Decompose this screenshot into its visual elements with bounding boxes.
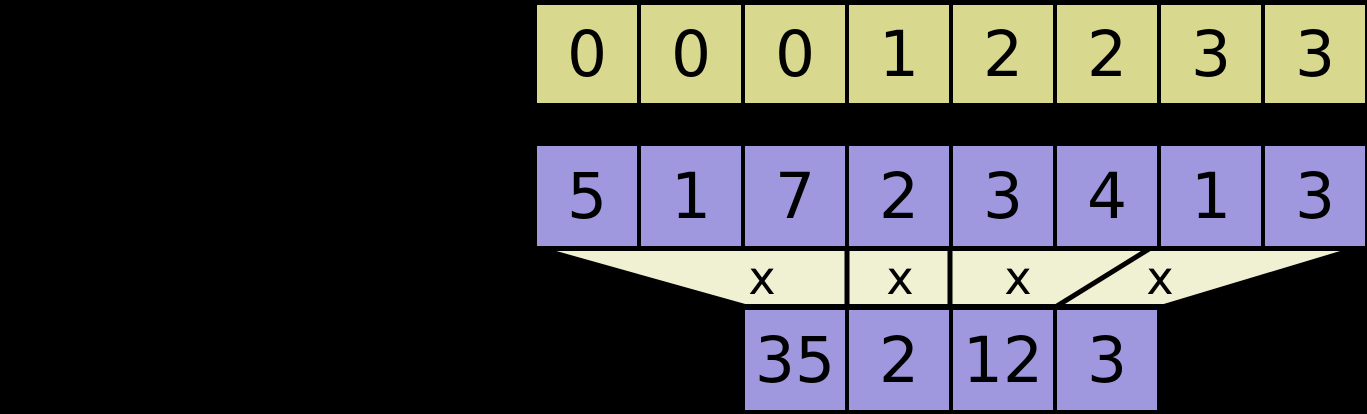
multiply-operator: x — [1146, 250, 1174, 305]
value-cell: 4 — [1057, 146, 1157, 246]
value-cell: 3 — [953, 146, 1053, 246]
value-cell: 3 — [1265, 146, 1365, 246]
key-cell: 3 — [1161, 5, 1261, 103]
key-cell: 1 — [849, 5, 949, 103]
values-row: 5 1 7 2 3 4 1 3 — [533, 142, 1367, 250]
value-cell: 7 — [745, 146, 845, 246]
value-cell: 5 — [537, 146, 637, 246]
value-cell: 2 — [849, 146, 949, 246]
multiply-operator: x — [886, 250, 914, 305]
key-cell: 3 — [1265, 5, 1365, 103]
key-cell: 0 — [745, 5, 845, 103]
multiply-operator: x — [748, 250, 776, 305]
multiply-operator: x — [1004, 250, 1032, 305]
key-cell: 0 — [641, 5, 741, 103]
result-cell: 3 — [1057, 310, 1157, 410]
value-cell: 1 — [1161, 146, 1261, 246]
key-cell: 2 — [953, 5, 1053, 103]
funnel-band — [548, 249, 1348, 306]
value-cell: 1 — [641, 146, 741, 246]
key-cell: 2 — [1057, 5, 1157, 103]
result-cell: 12 — [953, 310, 1053, 410]
results-row: 35 2 12 3 — [741, 306, 1161, 414]
result-cell: 2 — [849, 310, 949, 410]
result-cell: 35 — [745, 310, 845, 410]
keys-row: 0 0 0 1 2 2 3 3 — [533, 1, 1367, 107]
key-cell: 0 — [537, 5, 637, 103]
